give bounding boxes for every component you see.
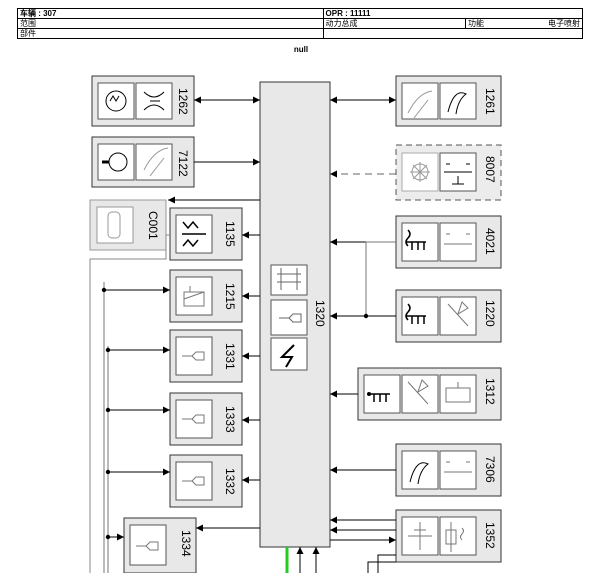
- gauge-icon: [135, 143, 173, 181]
- component-1215[interactable]: 1215: [169, 269, 243, 323]
- probe-icon: [439, 296, 477, 336]
- null-caption: null: [293, 45, 309, 54]
- component-1333[interactable]: 1333: [169, 392, 243, 446]
- ecu-chip-icon: [270, 264, 308, 296]
- connector-icon: [96, 206, 134, 244]
- gauge-icon: [401, 82, 439, 120]
- label-1334: 1334: [179, 530, 193, 557]
- component-8007[interactable]: 8007: [395, 144, 502, 201]
- pedal-icon: [401, 450, 439, 490]
- snowflake-icon: [401, 152, 439, 192]
- component-1135[interactable]: 1135: [169, 207, 243, 261]
- junction-dots: [101, 287, 369, 540]
- wires: [89, 96, 396, 573]
- component-7122[interactable]: 7122: [91, 136, 195, 188]
- label-1220: 1220: [483, 300, 497, 327]
- label-c001: C001: [146, 211, 160, 240]
- header-table: 车辆 : 307 OPR : 11111 范围 动力总成 功能电子喷射 部件: [17, 8, 584, 39]
- label-8007: 8007: [483, 156, 497, 183]
- component-1334[interactable]: 1334: [123, 517, 197, 573]
- ecu-1320-box[interactable]: 1320: [259, 81, 331, 548]
- label-1262: 1262: [176, 88, 190, 115]
- injector-icon: [175, 399, 213, 439]
- label-4021: 4021: [483, 228, 497, 255]
- injector-icon: [129, 524, 167, 566]
- component-4021[interactable]: 4021: [395, 215, 502, 269]
- label-7122: 7122: [176, 150, 190, 177]
- heater-icon: [439, 516, 477, 556]
- label-1135: 1135: [223, 221, 237, 247]
- pressure-icon: [439, 374, 477, 414]
- component-c001[interactable]: C001: [89, 199, 167, 251]
- label-1331: 1331: [223, 343, 237, 370]
- injector-icon: [175, 336, 213, 376]
- label-1320: 1320: [313, 300, 327, 327]
- ecu-lightning-icon: [270, 337, 308, 371]
- component-1312[interactable]: 1312: [357, 367, 502, 421]
- component-1352[interactable]: 1352: [395, 509, 502, 563]
- switch-icon: [439, 222, 477, 262]
- component-1331[interactable]: 1331: [169, 329, 243, 383]
- label-1352: 1352: [483, 522, 497, 549]
- label-1215: 1215: [223, 283, 237, 310]
- label-7306: 7306: [483, 456, 497, 483]
- pedal-icon: [439, 82, 477, 120]
- label-1333: 1333: [223, 406, 237, 433]
- probe-icon: [401, 374, 439, 414]
- label-1261: 1261: [483, 88, 497, 115]
- label-1332: 1332: [223, 468, 237, 495]
- switch-icon: [439, 450, 477, 490]
- component-1261[interactable]: 1261: [395, 75, 502, 127]
- component-7306[interactable]: 7306: [395, 443, 502, 497]
- component-1220[interactable]: 1220: [395, 289, 502, 343]
- component-1332[interactable]: 1332: [169, 454, 243, 508]
- label-1312: 1312: [483, 378, 497, 405]
- injector-icon: [175, 461, 213, 501]
- parts-value-cell: [322, 28, 584, 39]
- component-1262[interactable]: 1262: [91, 75, 195, 127]
